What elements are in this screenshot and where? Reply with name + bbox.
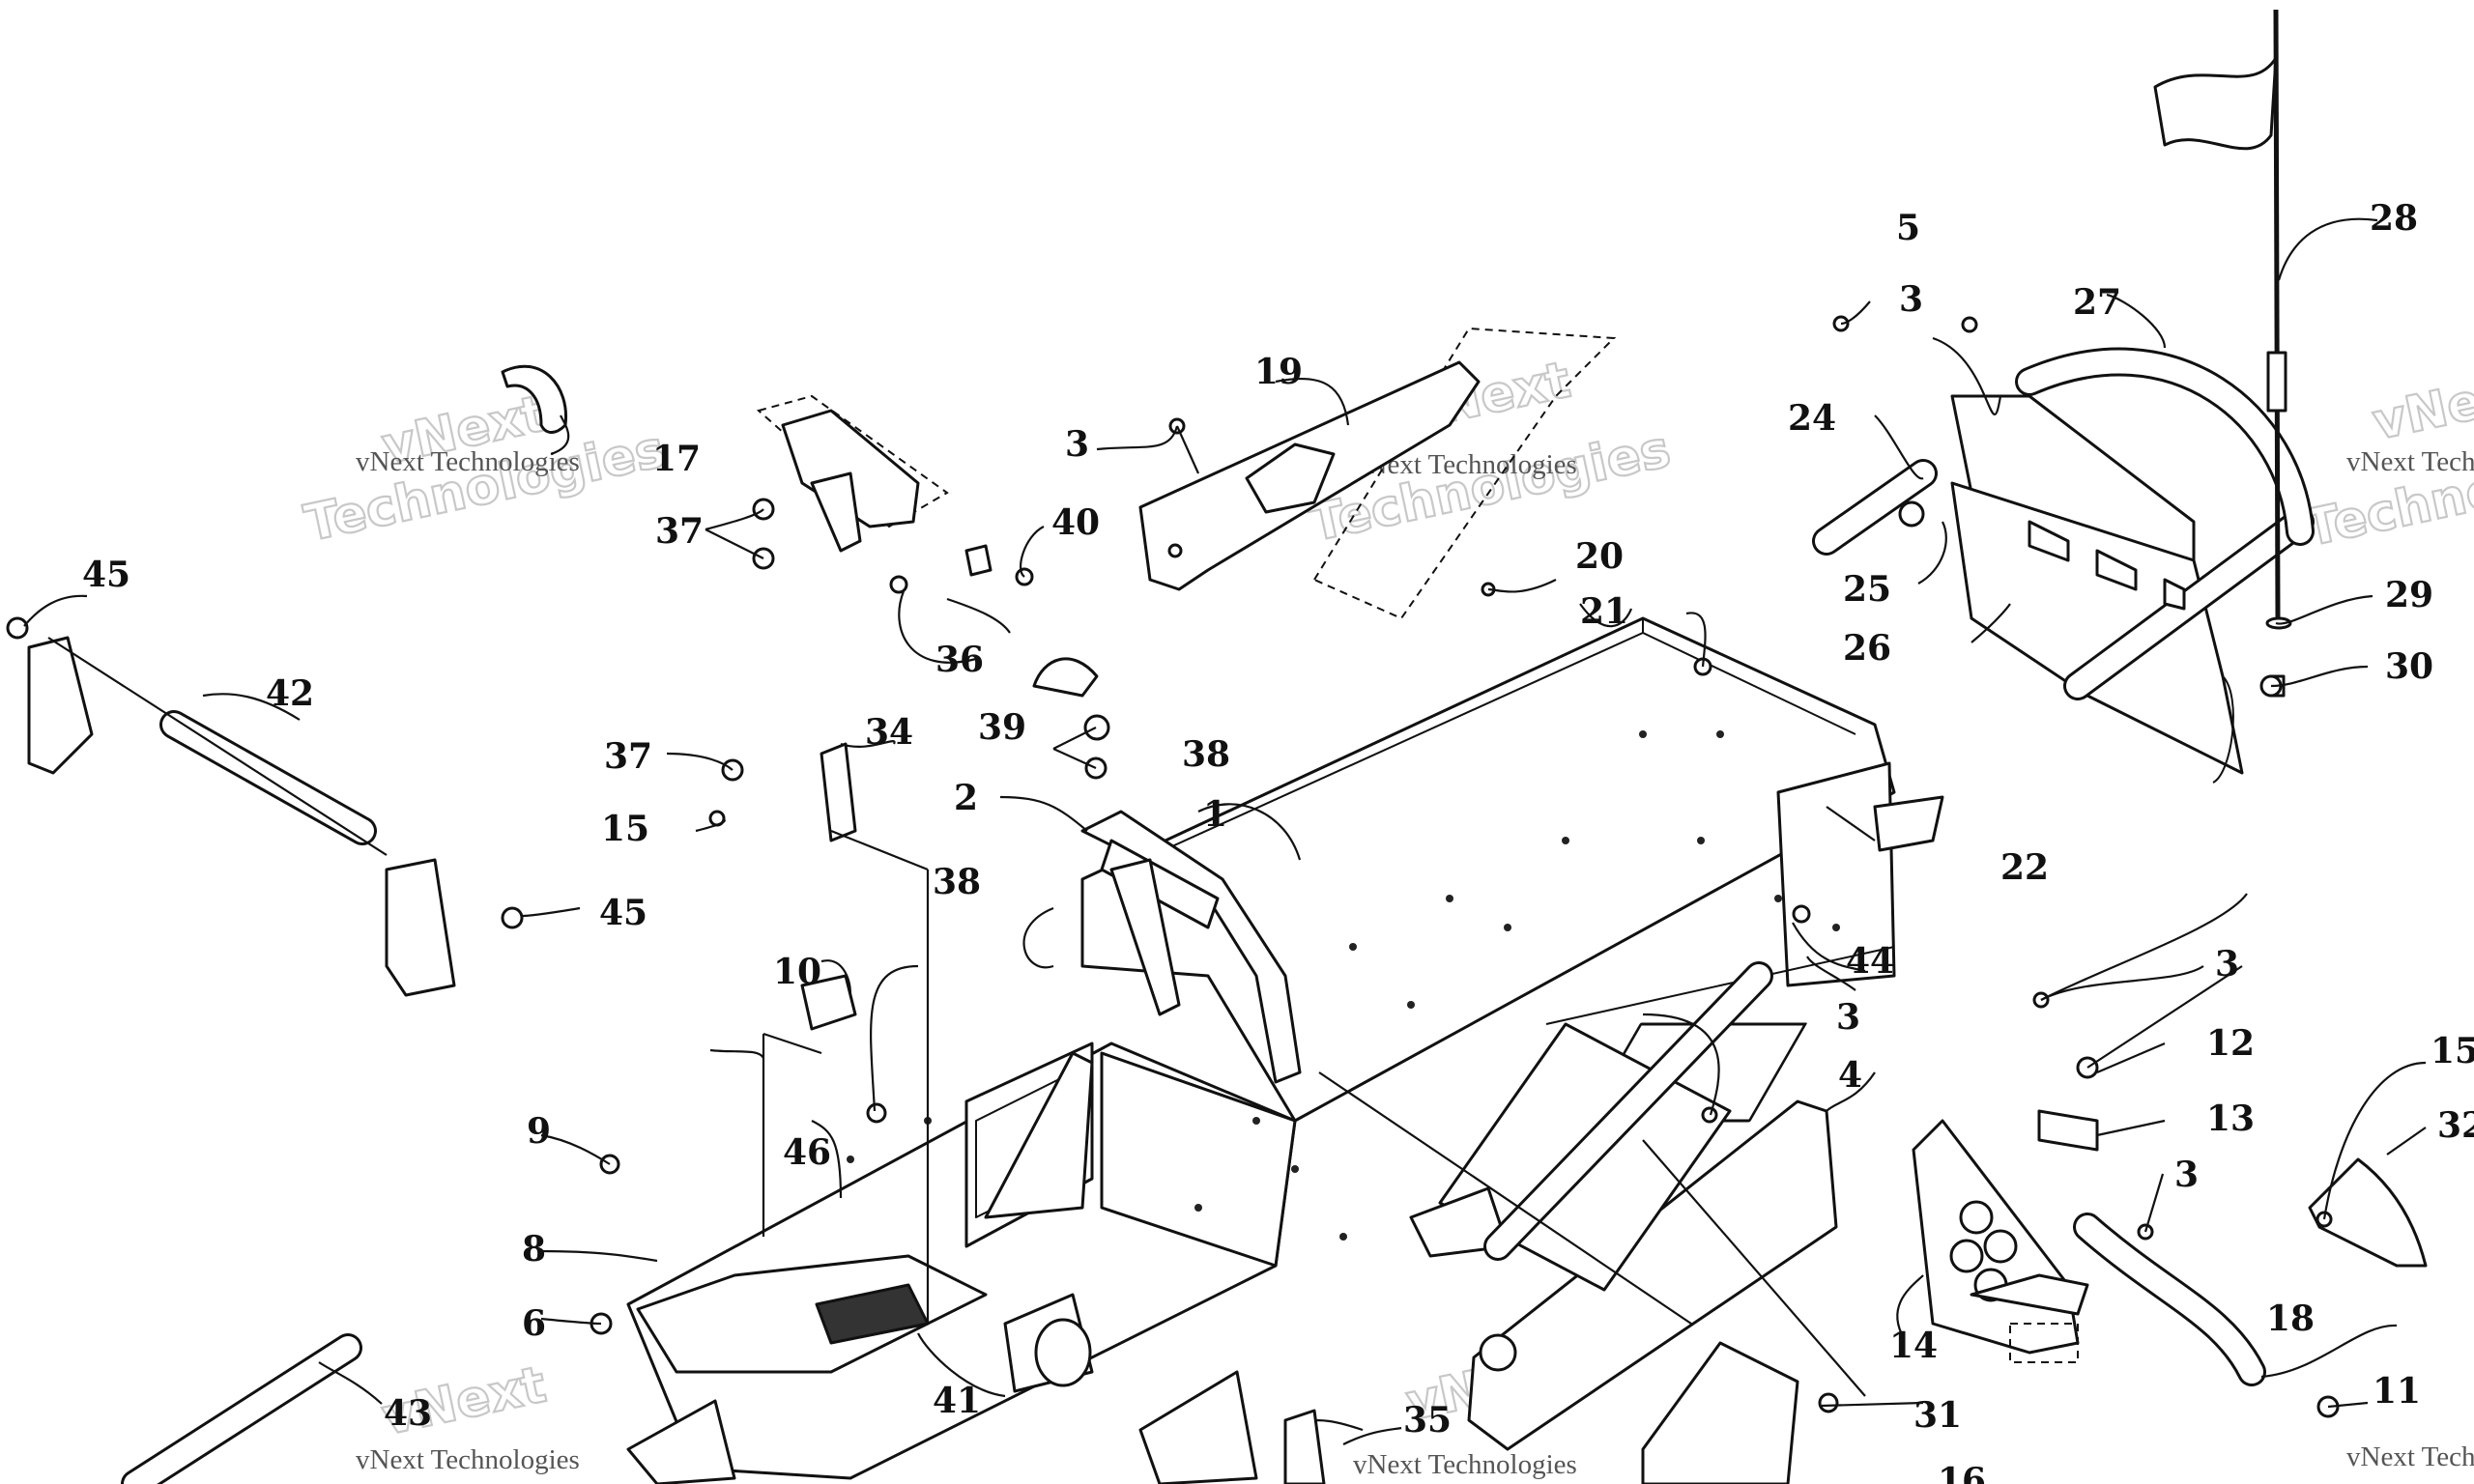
- callout-34: 34: [865, 712, 913, 753]
- callout-26: 26: [1843, 628, 1891, 669]
- callout-32: 32: [2437, 1105, 2474, 1146]
- callout-40: 40: [1051, 502, 1100, 543]
- watermark-word: vNext: [2368, 360, 2474, 451]
- callout-31: 31: [1913, 1395, 1962, 1436]
- callout-16: 16: [1938, 1461, 1986, 1484]
- watermark-text: vNext Technologies: [1353, 1449, 1577, 1480]
- callout-6: 6: [522, 1303, 546, 1344]
- callout-10: 10: [773, 952, 821, 992]
- callout-46: 46: [783, 1132, 831, 1173]
- callout-25: 25: [1843, 569, 1891, 610]
- callout-41: 41: [933, 1381, 981, 1421]
- front-bumper-assembly: [6, 616, 524, 997]
- tube-43: [121, 1333, 362, 1484]
- callout-11: 11: [2373, 1371, 2421, 1412]
- callout-44: 44: [1846, 941, 1894, 982]
- watermark-text: vNext Technologies: [356, 1444, 580, 1475]
- callout-28: 28: [2370, 198, 2418, 239]
- callout-42: 42: [266, 673, 314, 714]
- chassis-tunnel: [626, 616, 1896, 1484]
- callout-22: 22: [2000, 847, 2049, 888]
- callout-37: 37: [655, 511, 704, 552]
- watermark-text: vNext Technologies: [356, 446, 580, 477]
- callout-37: 37: [604, 736, 652, 777]
- hardware: [590, 315, 2340, 1418]
- callout-45: 45: [599, 893, 647, 933]
- callout-38: 38: [1182, 734, 1230, 775]
- callout-12: 12: [2206, 1023, 2255, 1064]
- rear-grab-bar: [1812, 347, 2315, 784]
- callout-38: 38: [933, 862, 981, 902]
- callout-17: 17: [652, 439, 701, 479]
- callout-36: 36: [935, 640, 984, 680]
- clip-17: [501, 364, 568, 434]
- callout-8: 8: [522, 1229, 546, 1270]
- callout-3: 3: [2215, 944, 2239, 985]
- callout-30: 30: [2385, 646, 2433, 687]
- steering-bracket: [752, 394, 1034, 594]
- callout-2: 2: [954, 778, 978, 818]
- callout-4: 4: [1838, 1055, 1862, 1096]
- callout-18: 18: [2266, 1298, 2315, 1339]
- callout-43: 43: [384, 1393, 432, 1434]
- console-19: [1138, 327, 1617, 620]
- callout-15: 15: [601, 809, 649, 849]
- callout-29: 29: [2385, 575, 2433, 615]
- callout-20: 20: [1575, 536, 1624, 577]
- callout-19: 19: [1254, 352, 1303, 392]
- callout-35: 35: [1403, 1400, 1452, 1441]
- callout-9: 9: [527, 1111, 551, 1152]
- callout-3: 3: [2174, 1155, 2199, 1195]
- callout-1: 1: [1203, 794, 1227, 835]
- callout-3: 3: [1899, 279, 1923, 320]
- callout-14: 14: [1889, 1326, 1938, 1366]
- callout-13: 13: [2206, 1099, 2255, 1139]
- callout-3: 3: [1065, 424, 1089, 465]
- callout-5: 5: [1896, 208, 1920, 248]
- watermark-text: vNext Technologies: [2346, 1441, 2474, 1472]
- steering-arm: [1912, 1109, 2428, 1386]
- callout-labels: 1 2 3 3 3 3 3 4 5 6 8 9 10 11 12 13 14 1…: [82, 198, 2474, 1484]
- callout-21: 21: [1580, 591, 1628, 632]
- callout-15: 15: [2431, 1031, 2474, 1071]
- callout-39: 39: [978, 707, 1026, 748]
- callout-24: 24: [1788, 398, 1836, 439]
- callout-3: 3: [1836, 997, 1860, 1038]
- watermark-text: vNext Technologies: [2346, 446, 2474, 477]
- callout-45: 45: [82, 555, 130, 595]
- leader-lines: [23, 217, 2427, 1445]
- callout-27: 27: [2073, 282, 2121, 323]
